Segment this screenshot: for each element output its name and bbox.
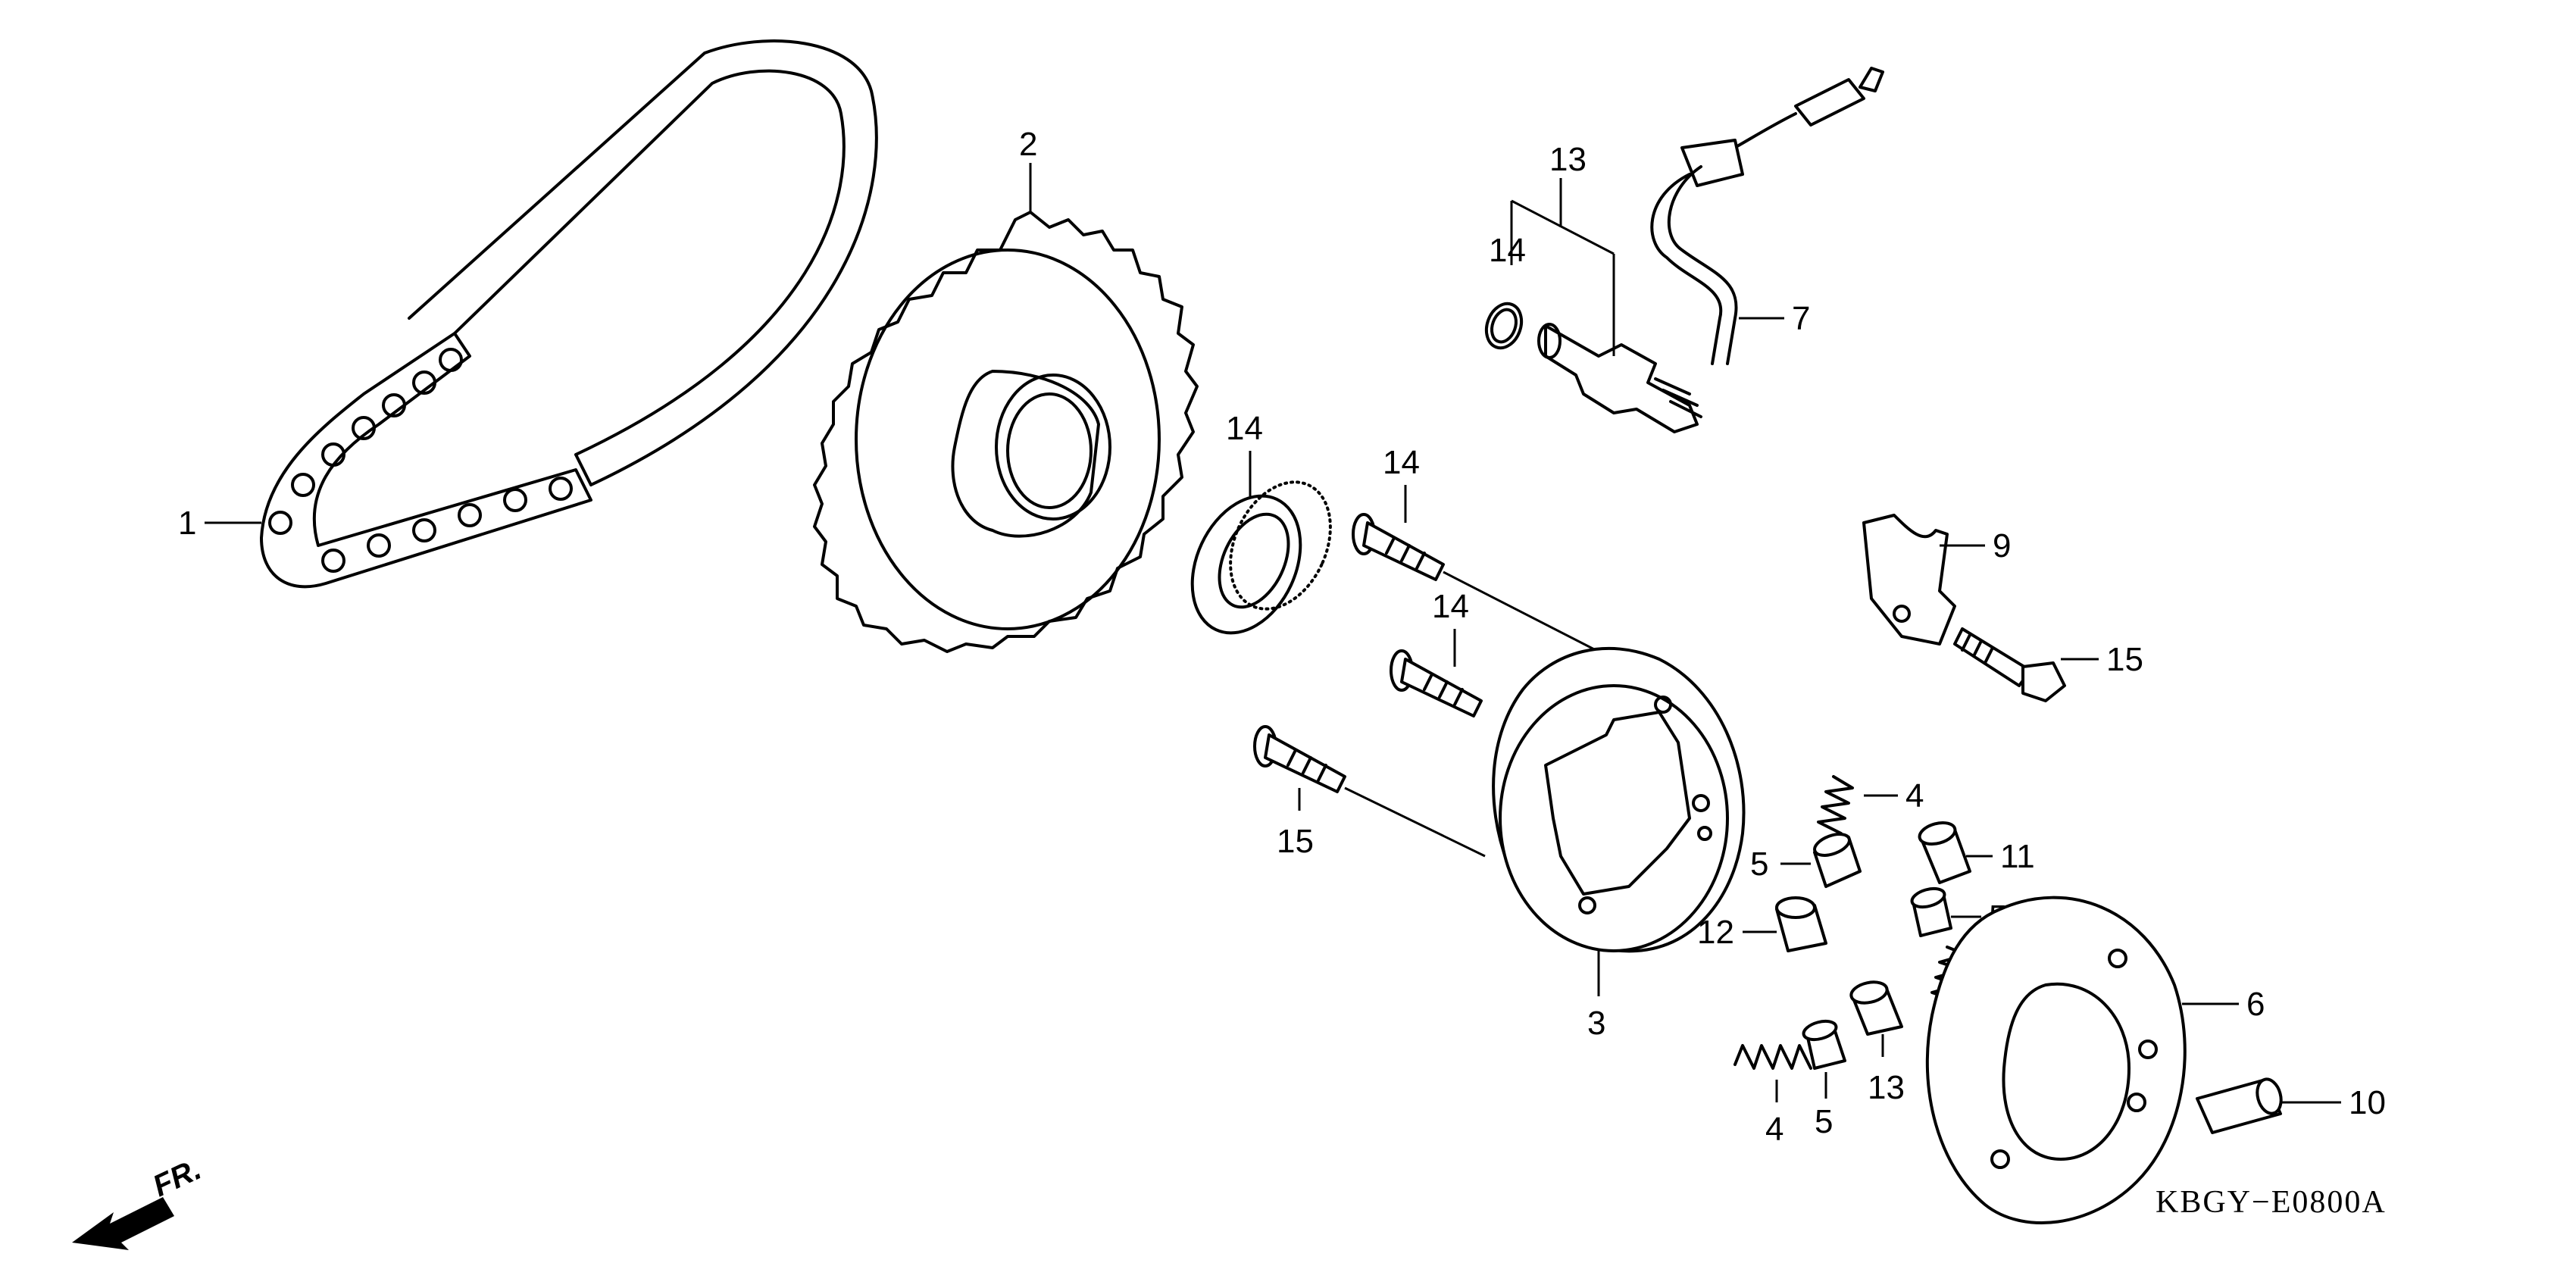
callout-14-mid: 14	[1432, 588, 1469, 625]
callout-14-low: 15	[1277, 823, 1314, 860]
callout-3: 3	[1587, 1005, 1605, 1042]
callout-5c: 5	[1815, 1103, 1833, 1140]
shaft-pin[interactable]	[1539, 324, 1701, 432]
callout-15: 15	[2106, 641, 2143, 678]
callout-1: 1	[178, 505, 196, 542]
dowel-pin[interactable]	[2197, 1077, 2284, 1133]
callout-14-top: 14	[1383, 444, 1420, 481]
callout-13: 14	[1489, 232, 1526, 269]
starter-clutch-outer[interactable]	[1493, 649, 1743, 951]
callout-6: 6	[2246, 986, 2265, 1023]
spring-4a[interactable]	[1818, 777, 1852, 833]
roller-11a[interactable]	[1917, 819, 1970, 883]
callout-11c: 13	[1868, 1069, 1905, 1106]
callout-5a: 5	[1750, 846, 1768, 883]
callout-10: 10	[2349, 1084, 2386, 1121]
setting-plate[interactable]	[1864, 515, 1955, 644]
front-arrow-icon	[72, 1197, 174, 1250]
screw-14-top[interactable]	[1353, 514, 1443, 580]
callout-12: 14	[1226, 410, 1263, 447]
screw-14-mid[interactable]	[1391, 651, 1481, 716]
side-plate[interactable]	[1927, 898, 2185, 1223]
callout-4c: 4	[1765, 1111, 1784, 1148]
drive-sprocket[interactable]	[814, 212, 1197, 652]
oil-seal[interactable]	[1171, 466, 1350, 651]
spring-4c[interactable]	[1735, 1046, 1811, 1068]
screw-14-low[interactable]	[1255, 727, 1345, 792]
diagram-code: KBGY−E0800A	[2156, 1185, 2387, 1220]
leader-8-branch	[1512, 201, 1614, 254]
callout-7: 7	[1792, 300, 1810, 337]
plunger-5b[interactable]	[1910, 886, 1951, 936]
drive-chain[interactable]	[261, 41, 877, 586]
front-label: FR.	[148, 1152, 206, 1203]
callout-9: 9	[1993, 527, 2011, 564]
roller-11c[interactable]	[1849, 979, 1902, 1034]
callout-4a: 4	[1905, 777, 1924, 814]
callout-8: 13	[1549, 141, 1587, 178]
plunger-5a[interactable]	[1812, 830, 1860, 886]
leader-14-low-to-clutch	[1345, 788, 1485, 856]
callout-11a: 11	[2000, 838, 2035, 875]
flange-bolt-15[interactable]	[1955, 629, 2065, 701]
callout-2: 2	[1019, 126, 1037, 163]
callout-11b: 12	[1697, 914, 1734, 951]
o-ring[interactable]	[1480, 299, 1527, 352]
roller-11b[interactable]	[1777, 898, 1826, 951]
